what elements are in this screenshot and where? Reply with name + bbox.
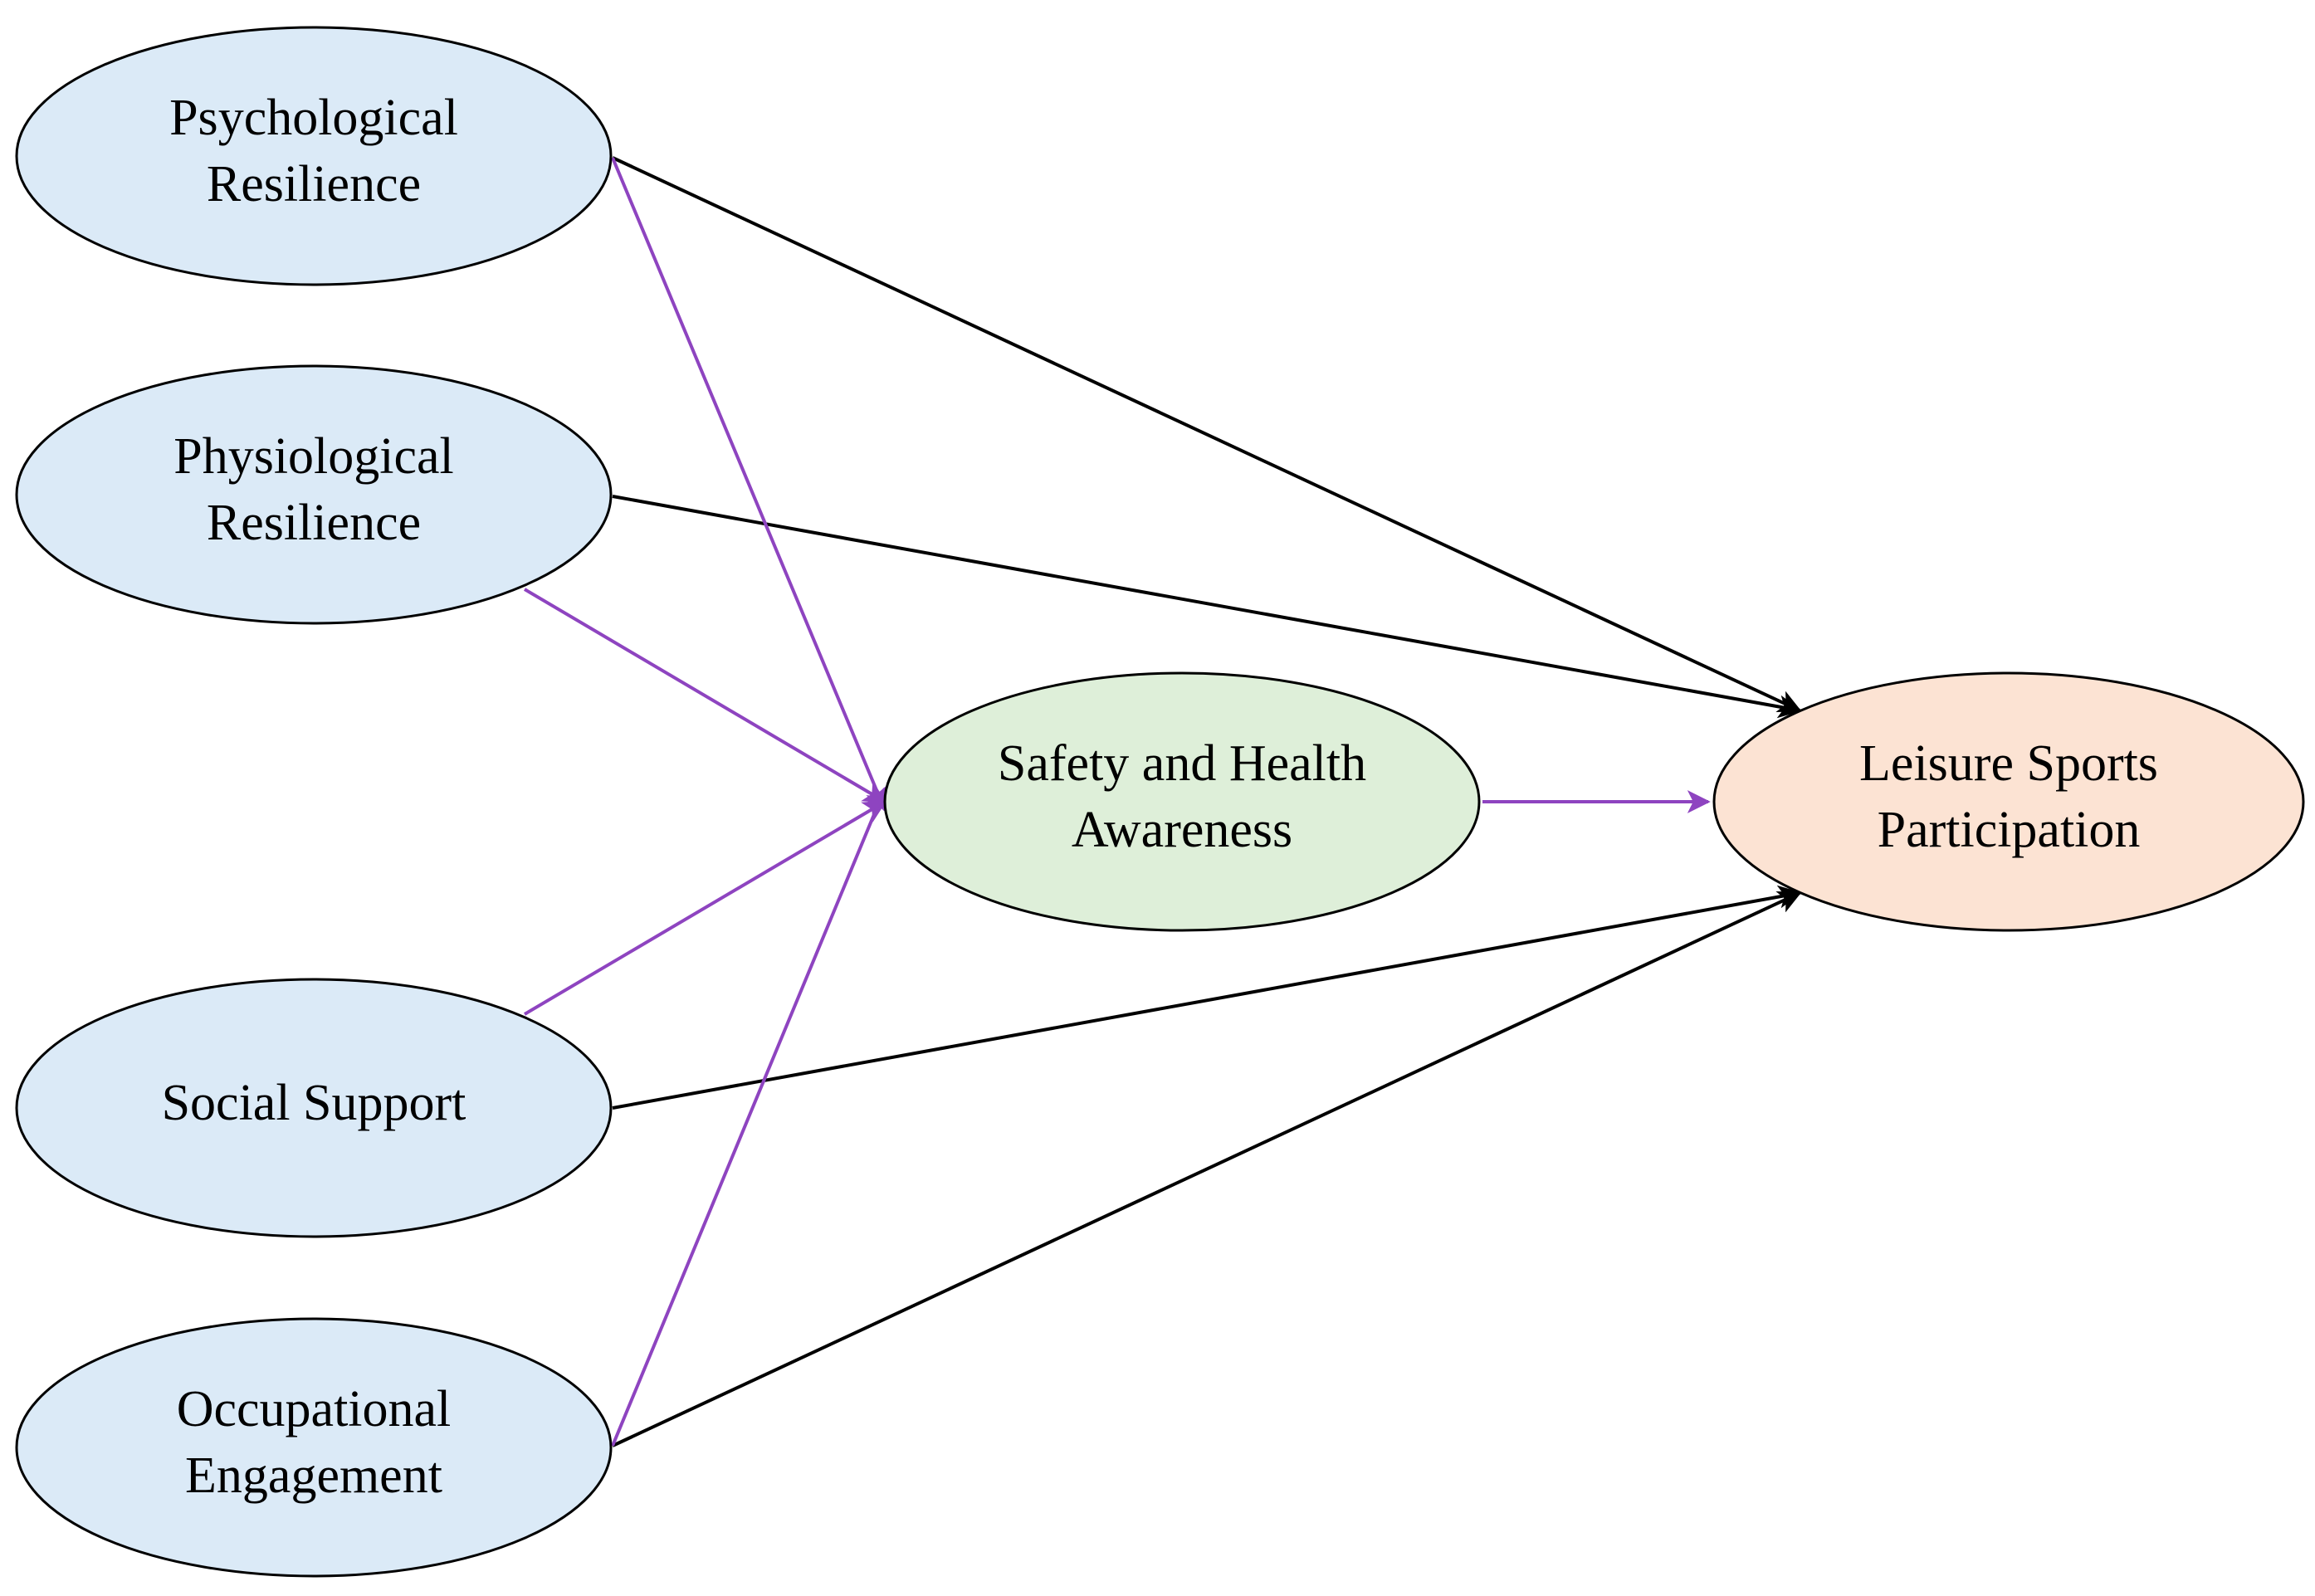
node-safety-label-line-1: Safety and Health — [998, 735, 1366, 792]
nodes-layer: PsychologicalResiliencePhysiologicalResi… — [15, 26, 2305, 1578]
node-social-shape — [15, 978, 613, 1238]
node-leisure-shape — [1712, 671, 2305, 932]
edge-psychological-to-leisure — [612, 156, 1802, 713]
node-social: Social Support — [15, 978, 613, 1238]
edge-physiological-to-safety — [523, 588, 887, 803]
edge-social-to-safety — [523, 800, 887, 1016]
node-psychological-label-line-1: Psychological — [169, 90, 458, 146]
edge-social-to-leisure — [612, 885, 1802, 1110]
edge-occupational-to-leisure — [612, 891, 1802, 1447]
node-physiological-shape — [15, 364, 613, 625]
edge-psychological-to-safety — [611, 157, 888, 813]
edges-layer — [523, 156, 1802, 1447]
node-leisure-label-line-1: Leisure Sports — [1859, 735, 2158, 792]
node-leisure-label-line-2: Participation — [1878, 802, 2141, 858]
node-psychological-shape — [15, 26, 613, 286]
node-psychological-label-line-2: Resilience — [207, 156, 421, 212]
edge-occupational-to-safety — [611, 786, 888, 1447]
node-occupational-shape — [15, 1317, 613, 1578]
node-social-label-line-1: Social Support — [162, 1075, 466, 1131]
edge-physiological-to-leisure — [612, 495, 1802, 719]
node-physiological-label-line-1: Physiological — [173, 428, 454, 485]
node-safety-label-line-2: Awareness — [1072, 802, 1292, 858]
node-occupational-label-line-2: Engagement — [185, 1447, 442, 1504]
node-safety-shape — [883, 671, 1481, 932]
node-occupational-label-line-1: Occupational — [177, 1381, 452, 1437]
node-physiological-label-line-2: Resilience — [207, 495, 421, 551]
